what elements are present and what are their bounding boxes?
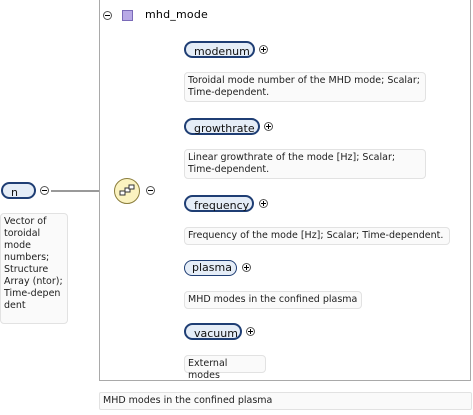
child-doc-plasma: MHD modes in the confined plasma bbox=[184, 291, 362, 309]
collapse-toggle-icon[interactable] bbox=[103, 11, 112, 20]
group-footer-doc: MHD modes in the confined plasma bbox=[99, 392, 472, 410]
root-doc-line: numbers; bbox=[4, 252, 50, 263]
root-doc-line: mode bbox=[4, 240, 31, 251]
child-node-frequency[interactable]: frequency bbox=[184, 195, 254, 212]
root-doc-line: Array (ntor); bbox=[4, 276, 63, 287]
child-doc-vacuum: External modes bbox=[184, 355, 266, 381]
root-doc-line: toroidal bbox=[4, 228, 41, 239]
root-doc-line: Structure bbox=[4, 264, 49, 275]
group-title: mhd_mode bbox=[145, 8, 208, 21]
doc-line: Time-dependent. bbox=[188, 87, 270, 98]
sequence-collapse-icon[interactable] bbox=[146, 186, 155, 195]
doc-line: MHD modes in the confined plasma bbox=[188, 294, 358, 305]
child-doc-growthrate: Linear growthrate of the mode [Hz]; Scal… bbox=[184, 149, 426, 179]
expand-icon[interactable] bbox=[242, 263, 251, 272]
root-node-n[interactable]: n bbox=[1, 182, 36, 199]
expand-icon[interactable] bbox=[259, 199, 268, 208]
doc-line: Time-dependent. bbox=[188, 164, 270, 175]
root-doc-line: Time-depen bbox=[4, 288, 61, 299]
expand-icon[interactable] bbox=[246, 327, 255, 336]
root-doc-line: Vector of bbox=[4, 216, 47, 227]
child-node-plasma[interactable]: plasma bbox=[184, 260, 237, 276]
root-doc: Vector of toroidal mode numbers; Structu… bbox=[0, 213, 68, 324]
child-node-growthrate[interactable]: growthrate bbox=[184, 118, 260, 135]
root-doc-line: dent bbox=[4, 300, 26, 311]
doc-line: External modes bbox=[188, 358, 228, 381]
expand-icon[interactable] bbox=[264, 122, 273, 131]
doc-line: Toroidal mode number of the MHD mode; Sc… bbox=[188, 75, 420, 86]
child-doc-frequency: Frequency of the mode [Hz]; Scalar; Time… bbox=[184, 227, 450, 245]
child-node-vacuum[interactable]: vacuum bbox=[184, 323, 242, 340]
child-node-modenum[interactable]: modenum bbox=[184, 41, 255, 58]
doc-line: Frequency of the mode [Hz]; Scalar; Time… bbox=[188, 230, 444, 241]
child-doc-modenum: Toroidal mode number of the MHD mode; Sc… bbox=[184, 72, 426, 102]
root-collapse-icon[interactable] bbox=[40, 186, 49, 195]
expand-icon[interactable] bbox=[259, 45, 268, 54]
mhd-mode-group-box bbox=[99, 0, 471, 381]
doc-line: Linear growthrate of the mode [Hz]; Scal… bbox=[188, 152, 396, 163]
complex-type-icon bbox=[122, 10, 133, 21]
sequence-glyph-icon bbox=[119, 184, 135, 196]
sequence-icon[interactable] bbox=[114, 178, 140, 204]
